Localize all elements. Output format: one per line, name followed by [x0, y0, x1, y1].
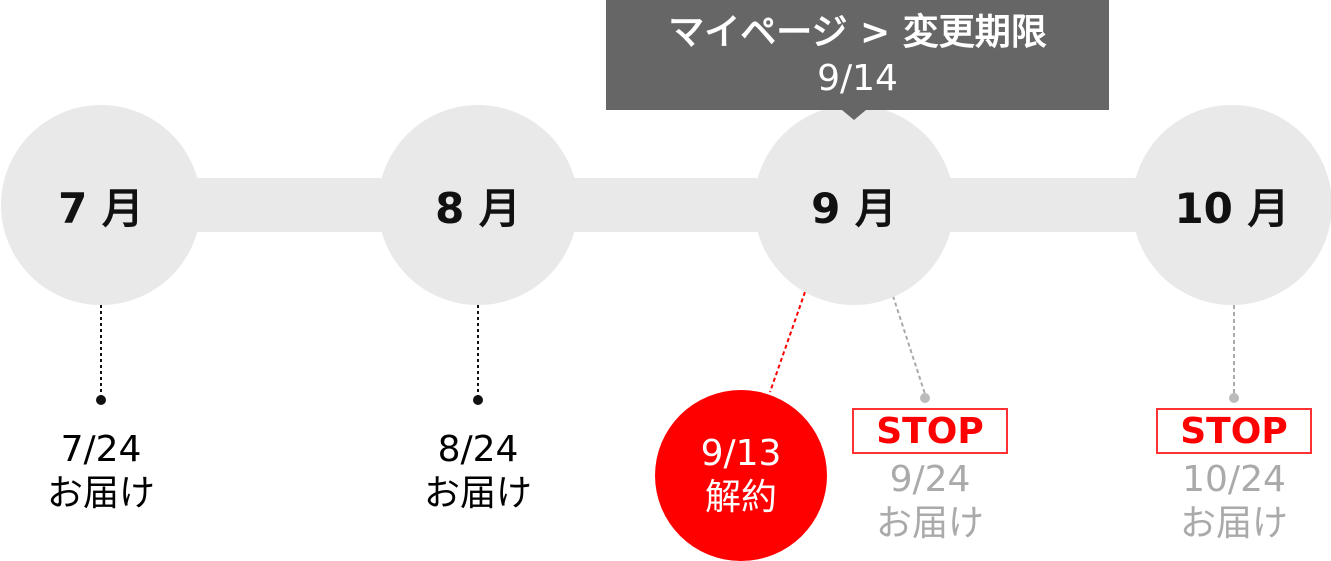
month-label: 7 月 — [58, 183, 144, 233]
month-circle-8: 8 月 — [378, 105, 578, 305]
stop-label: STOP — [1180, 410, 1288, 452]
dot-9 — [920, 393, 930, 403]
month-label: 8 月 — [435, 183, 521, 233]
delivery-label: お届け — [1179, 503, 1288, 544]
delivery-date: 8/24 — [437, 429, 519, 470]
delivery-date: 10/24 — [1182, 459, 1286, 500]
stop-badge-10: STOP — [1156, 408, 1312, 454]
month-circle-9: 9 月 — [754, 105, 954, 305]
tooltip-title: マイページ > 変更期限 — [668, 12, 1047, 53]
dot-7 — [96, 395, 106, 405]
dot-8 — [473, 395, 483, 405]
delivery-label: お届け — [423, 473, 532, 514]
stop-badge-9: STOP — [852, 408, 1008, 454]
cancel-label: 解約 — [704, 476, 777, 518]
month-circle-10: 10 月 — [1132, 105, 1331, 305]
delivery-date: 7/24 — [60, 429, 142, 470]
connector-9 — [892, 295, 926, 395]
delivery-label: お届け — [46, 473, 155, 514]
cancel-circle: 9/13 解約 — [655, 390, 827, 561]
month-label: 10 月 — [1174, 183, 1290, 233]
connector-cancel — [769, 291, 806, 393]
tooltip-date: 9/14 — [817, 58, 898, 99]
stop-label: STOP — [876, 410, 984, 452]
delivery-label: お届け — [875, 503, 984, 544]
cancel-date: 9/13 — [700, 432, 782, 474]
month-label: 9 月 — [811, 183, 897, 233]
timeline-bar — [100, 178, 1232, 232]
dot-10 — [1229, 393, 1239, 403]
delivery-date: 9/24 — [889, 459, 971, 500]
month-circle-7: 7 月 — [1, 105, 201, 305]
deadline-tooltip: マイページ > 変更期限 9/14 — [606, 0, 1109, 120]
